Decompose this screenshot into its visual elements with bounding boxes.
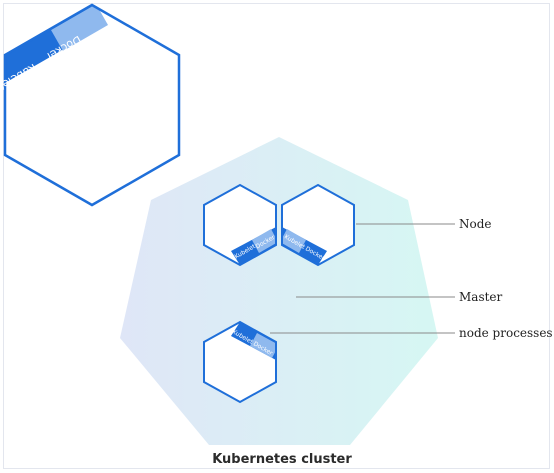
docker-tag-large	[51, 5, 108, 51]
node-hexagon-large: Kubelet Docker	[0, 3, 181, 207]
diagram-title: Kubernetes cluster	[212, 452, 352, 467]
node-hexagon-3: Kubelet Docker	[203, 320, 277, 404]
docker-tag-1	[252, 229, 276, 253]
cluster-heptagon	[120, 137, 438, 445]
node-label: Node	[459, 217, 492, 231]
diagram-frame	[3, 3, 550, 469]
master-label: Master	[459, 290, 503, 304]
node-processes-label: node processes	[459, 326, 553, 340]
docker-tag-3	[250, 333, 276, 358]
docker-tag-2	[282, 229, 306, 253]
node-hexagon-2: Kubelet Docker	[281, 183, 355, 267]
node-hexagon-1: Kubelet Docker	[203, 183, 277, 267]
